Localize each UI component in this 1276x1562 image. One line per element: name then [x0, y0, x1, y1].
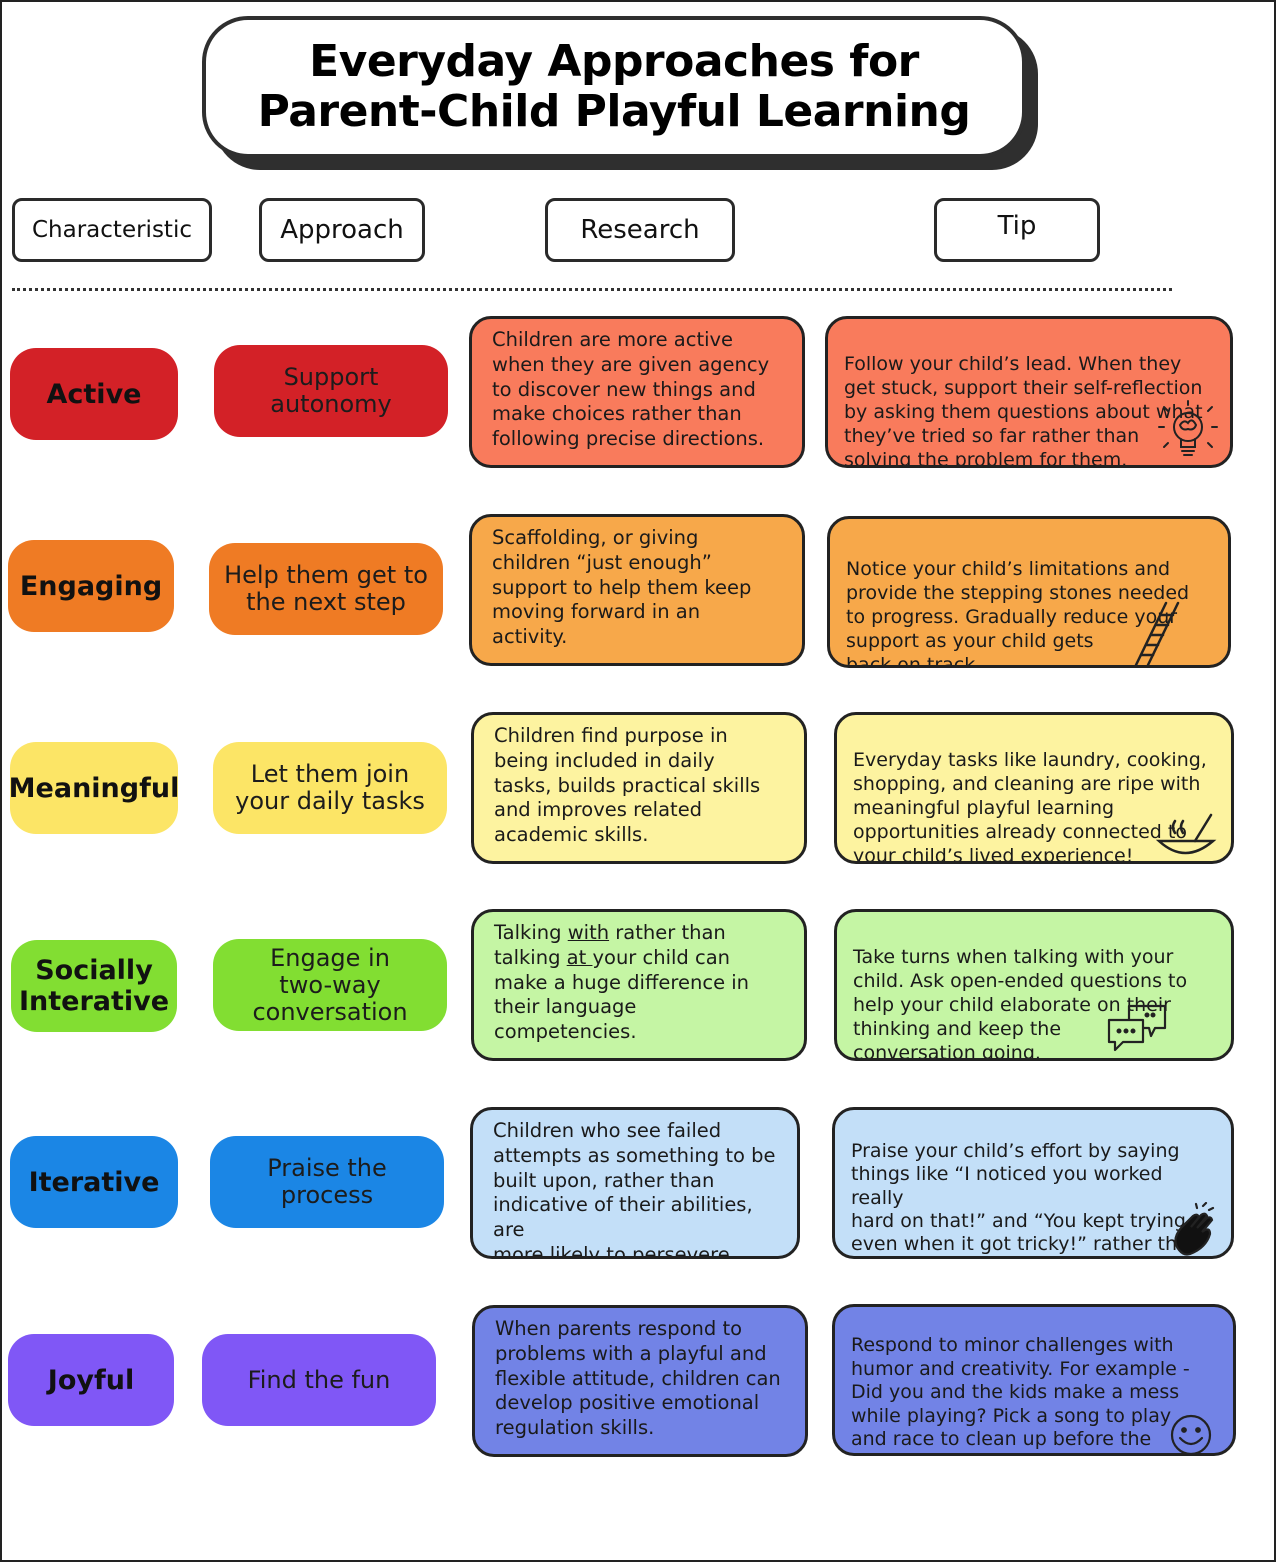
clapping-hands-icon — [1174, 1202, 1215, 1256]
tip-text-engaging: Notice your child’s limitations and prov… — [846, 558, 1190, 668]
cooking-bowl-icon — [1155, 813, 1217, 855]
tip-card-engaging: Notice your child’s limitations and prov… — [827, 516, 1231, 668]
characteristic-engaging: Engaging — [8, 540, 174, 632]
tip-card-socially-interactive: Take turns when talking with your child.… — [834, 909, 1234, 1061]
header-approach: Approach — [259, 198, 425, 262]
characteristic-iterative: Iterative — [10, 1136, 178, 1228]
ladder-icon — [1134, 601, 1180, 665]
research-text-part: your child can make a huge difference in… — [494, 945, 750, 1044]
research-card-joyful: When parents respond to problems with a … — [472, 1305, 808, 1457]
approach-help-next-step: Help them get to the next step — [209, 543, 443, 635]
characteristic-joyful: Joyful — [8, 1334, 174, 1426]
tip-card-active: Follow your child’s lead. When they get … — [825, 316, 1233, 468]
header-research: Research — [545, 198, 735, 262]
research-card-meaningful: Children find purpose in being included … — [471, 712, 807, 864]
approach-support-autonomy: Support autonomy — [214, 345, 448, 437]
title-line-2: Parent-Child Playful Learning — [257, 86, 971, 137]
tip-card-iterative: Praise your child’s effort by saying thi… — [832, 1107, 1234, 1259]
tip-text-iterative: Praise your child’s effort by saying thi… — [851, 1140, 1201, 1256]
research-card-active: Children are more active when they are g… — [469, 316, 805, 468]
tip-card-joyful: Respond to minor challenges with humor a… — [832, 1304, 1236, 1456]
chat-bubbles-icon — [1107, 1004, 1167, 1052]
approach-two-way-conversation: Engage in two-way conversation — [213, 939, 447, 1031]
research-text-underlined: with — [567, 921, 610, 944]
research-card-engaging: Scaffolding, or giving children “just en… — [469, 514, 805, 666]
characteristic-meaningful: Meaningful — [9, 742, 179, 834]
header-characteristic: Characteristic — [12, 198, 212, 262]
approach-find-the-fun: Find the fun — [202, 1334, 436, 1426]
research-text-part: Talking — [494, 921, 568, 944]
research-text-part: rather than talking — [494, 921, 726, 969]
lightbulb-brain-icon — [1158, 400, 1218, 456]
approach-join-daily-tasks: Let them join your daily tasks — [213, 742, 447, 834]
characteristic-socially-interactive: Socially Interative — [11, 940, 177, 1032]
title-box: Everyday Approaches for Parent-Child Pla… — [202, 16, 1026, 158]
research-text-underlined: at — [566, 945, 593, 969]
research-card-iterative: Children who see failed attempts as some… — [470, 1107, 800, 1259]
research-card-socially-interactive: Talking with rather than talking at your… — [471, 909, 807, 1061]
characteristic-active: Active — [10, 348, 178, 440]
dotted-divider — [12, 288, 1172, 291]
approach-praise-process: Praise the process — [210, 1136, 444, 1228]
tip-text-active: Follow your child’s lead. When they get … — [844, 353, 1203, 468]
tip-text-meaningful: Everyday tasks like laundry, cooking, sh… — [853, 749, 1207, 864]
tip-text-joyful: Respond to minor challenges with humor a… — [851, 1334, 1190, 1453]
header-tip: Tip — [934, 198, 1100, 262]
tip-card-meaningful: Everyday tasks like laundry, cooking, sh… — [834, 712, 1234, 864]
title-line-1: Everyday Approaches for — [309, 36, 919, 87]
smiley-face-icon — [1170, 1414, 1212, 1453]
